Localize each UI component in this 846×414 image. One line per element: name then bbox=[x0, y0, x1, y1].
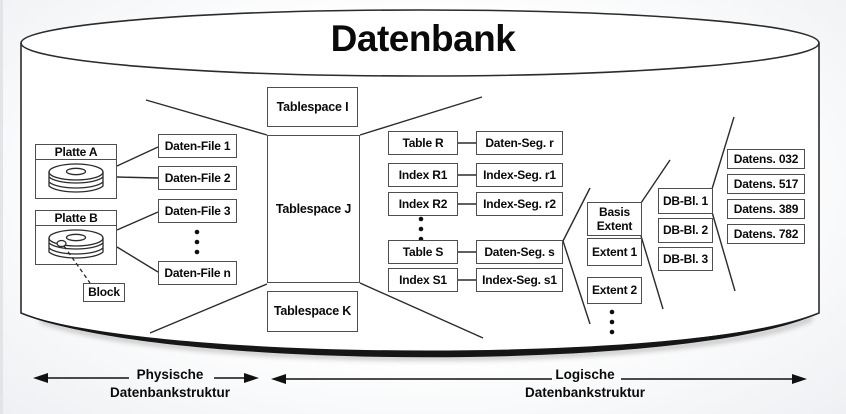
legend-arrow-logical bbox=[271, 374, 807, 384]
box-platte-b: Platte B bbox=[35, 210, 117, 265]
box-index-seg-s1: Index-Seg. s1 bbox=[476, 268, 563, 292]
box-tablespace-j: Tablespace J bbox=[267, 135, 360, 283]
box-datens-782: Datens. 782 bbox=[727, 224, 805, 244]
platte-b-label: Platte B bbox=[36, 211, 116, 226]
box-extent-1: Extent 1 bbox=[587, 238, 642, 266]
box-tablespace-k: Tablespace K bbox=[267, 291, 358, 332]
box-table-r: Table R bbox=[388, 131, 458, 155]
box-datens-032: Datens. 032 bbox=[727, 149, 805, 169]
box-daten-file-3: Daten-File 3 bbox=[158, 199, 237, 223]
box-datens-389: Datens. 389 bbox=[727, 199, 805, 219]
box-tablespace-i: Tablespace I bbox=[267, 87, 358, 127]
box-db-block-2: DB-Bl. 2 bbox=[658, 218, 713, 243]
legend-arrow-physical bbox=[33, 373, 259, 383]
box-daten-seg-s: Daten-Seg. s bbox=[476, 240, 563, 264]
platte-a-label: Platte A bbox=[36, 145, 116, 160]
ellipsis-dots bbox=[194, 216, 615, 335]
box-daten-file-2: Daten-File 2 bbox=[158, 166, 237, 190]
box-platte-a: Platte A bbox=[35, 144, 117, 199]
box-db-block-3: DB-Bl. 3 bbox=[658, 247, 713, 271]
cylinder-bottom-swoosh bbox=[21, 313, 819, 358]
legend-physical-label: Physische Datenbankstruktur bbox=[109, 367, 231, 400]
box-daten-file-n: Daten-File n bbox=[158, 261, 237, 285]
cylinder-top-ellipse bbox=[20, 9, 820, 77]
object-segment-connectors bbox=[458, 142, 476, 281]
box-block: Block bbox=[83, 283, 125, 302]
box-table-s: Table S bbox=[388, 240, 458, 264]
box-extent-2: Extent 2 bbox=[587, 277, 642, 304]
disk-file-connectors bbox=[116, 146, 159, 273]
box-daten-seg-r: Daten-Seg. r bbox=[476, 131, 563, 155]
box-index-s1: Index S1 bbox=[388, 268, 458, 292]
legend-logical-label: Logische Datenbankstruktur bbox=[524, 367, 646, 400]
fan-lines bbox=[145, 96, 736, 339]
box-index-r2: Index R2 bbox=[388, 192, 458, 216]
box-basis-extent: Basis Extent bbox=[587, 202, 642, 236]
box-index-seg-r1: Index-Seg. r1 bbox=[476, 163, 563, 187]
box-index-seg-r2: Index-Seg. r2 bbox=[476, 192, 563, 216]
block-marker bbox=[56, 239, 67, 248]
left-window-edge bbox=[0, 0, 3, 414]
disk-icon bbox=[48, 163, 104, 193]
diagram-title: Datenbank bbox=[330, 18, 516, 59]
box-db-block-1: DB-Bl. 1 bbox=[658, 188, 713, 214]
box-datens-517: Datens. 517 bbox=[727, 174, 805, 194]
cylinder-shadow-blur bbox=[39, 315, 813, 361]
box-index-r1: Index R1 bbox=[388, 163, 458, 187]
disk-icon bbox=[48, 229, 104, 259]
box-daten-file-1: Daten-File 1 bbox=[158, 134, 237, 158]
